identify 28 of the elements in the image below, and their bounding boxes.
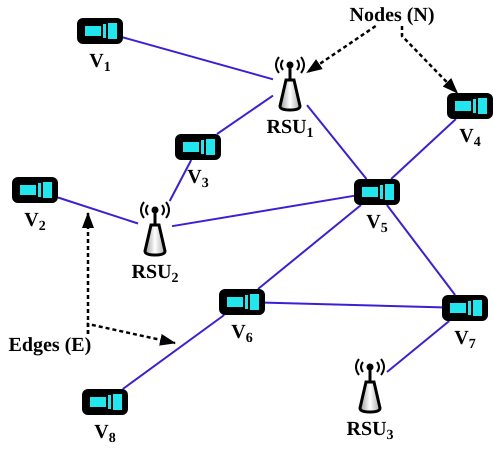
link-line: [122, 36, 274, 80]
node-label: V$_{5}$: [366, 211, 388, 233]
link-line: [58, 196, 138, 224]
link-line: [264, 302, 442, 308]
link-line: [168, 160, 192, 202]
link-line: [306, 104, 368, 180]
node-label: V$_{2}$: [24, 209, 46, 231]
node-label: RSU$_{3}$: [346, 418, 394, 440]
node-label: V$_{8}$: [94, 421, 116, 443]
node-label: V$_{1}$: [89, 50, 111, 72]
node-label: V$_{3}$: [187, 166, 209, 188]
link-line: [216, 94, 274, 135]
node-label: RSU$_{2}$: [132, 261, 179, 283]
arrow: [400, 26, 458, 94]
arrow: [306, 24, 376, 74]
callout-text: Edges (E): [8, 334, 92, 356]
node-label: RSU$_{1}$: [266, 116, 314, 138]
link-line: [172, 194, 354, 228]
node-label: V$_{4}$: [459, 125, 481, 147]
node-label: V$_{6}$: [231, 321, 253, 343]
link-line: [122, 314, 225, 390]
leader-arrow: [86, 322, 176, 346]
link-line: [257, 204, 362, 290]
link-line: [386, 204, 456, 296]
link-line: [386, 320, 450, 373]
callout-text: Nodes (N): [350, 4, 434, 26]
node-label: V$_{7}$: [454, 327, 476, 349]
link-line: [390, 118, 457, 180]
